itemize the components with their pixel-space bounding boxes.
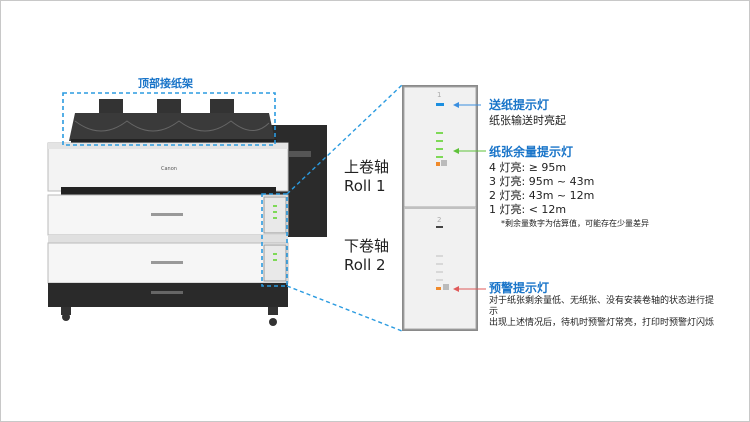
top-stacker-label: 顶部接纸架 [138,77,193,90]
top-stacker-tray [69,99,277,145]
remain-light-annotation: 纸张余量提示灯 4 灯亮: ≥ 95m 3 灯亮: 95m ~ 43m 2 灯亮… [489,145,649,228]
panel-number-2: 2 [437,216,442,224]
upper-roll-label: 上卷轴 Roll 1 [344,158,390,195]
panel-number-1: 1 [437,91,442,99]
warn-light-annotation: 预警提示灯 对于纸张剩余量低、无纸张、没有安装卷轴的状态进行提示 出现上述情况后… [489,281,715,328]
panel-callout [261,193,288,287]
remain-line: 4 灯亮: ≥ 95m [489,161,567,174]
remain-line: 2 灯亮: 43m ~ 12m [489,189,595,202]
feed-light-annotation: 送纸提示灯 纸张输送时亮起 [489,98,566,127]
zoomed-panel [402,85,478,331]
remain-line: 1 灯亮: < 12m [489,203,567,216]
warn-led-2 [436,287,441,290]
printer-base [48,283,288,307]
remain-line: 3 灯亮: 95m ~ 43m [489,175,595,188]
remain-note: *剩余量数字为估算值，可能存在少量差异 [501,219,649,228]
lower-roll-label: 下卷轴 Roll 2 [344,237,390,274]
remain-led-1 [436,132,443,134]
brand-label: Canon [161,166,177,172]
printer-top-cover [47,142,289,192]
paper-output-slot [61,187,276,195]
top-stacker-callout [62,92,276,146]
feed-led-1 [436,103,444,106]
